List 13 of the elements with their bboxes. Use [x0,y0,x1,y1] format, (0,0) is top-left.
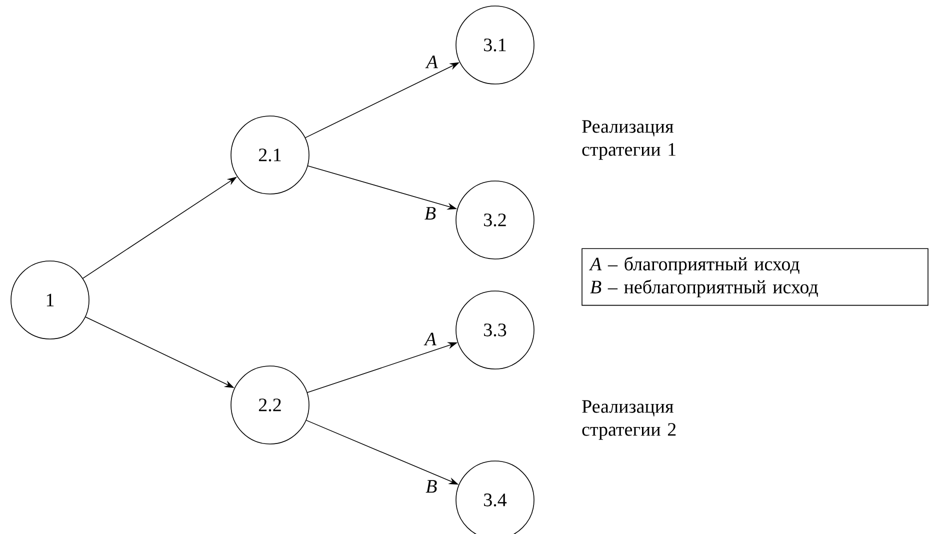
circle-node: 3.1 [456,6,534,84]
edge-label: B [426,480,437,493]
circle-node: 3.3 [456,290,534,370]
circle-node: 2.1 [230,116,310,194]
edge-label: A [424,332,436,346]
edge-label: B [424,207,436,220]
circle-node: 1 [10,260,90,340]
legend-box: A – благоприятный исход B – неблагоприятный исход [582,248,928,306]
note-text: Реализация стратегии 1 [582,120,676,160]
edge-label: A [425,56,438,68]
circle-node: 2.2 [230,366,310,444]
circle-node: 3.2 [456,180,534,260]
note-text: Реализация стратегии 2 [582,400,676,440]
